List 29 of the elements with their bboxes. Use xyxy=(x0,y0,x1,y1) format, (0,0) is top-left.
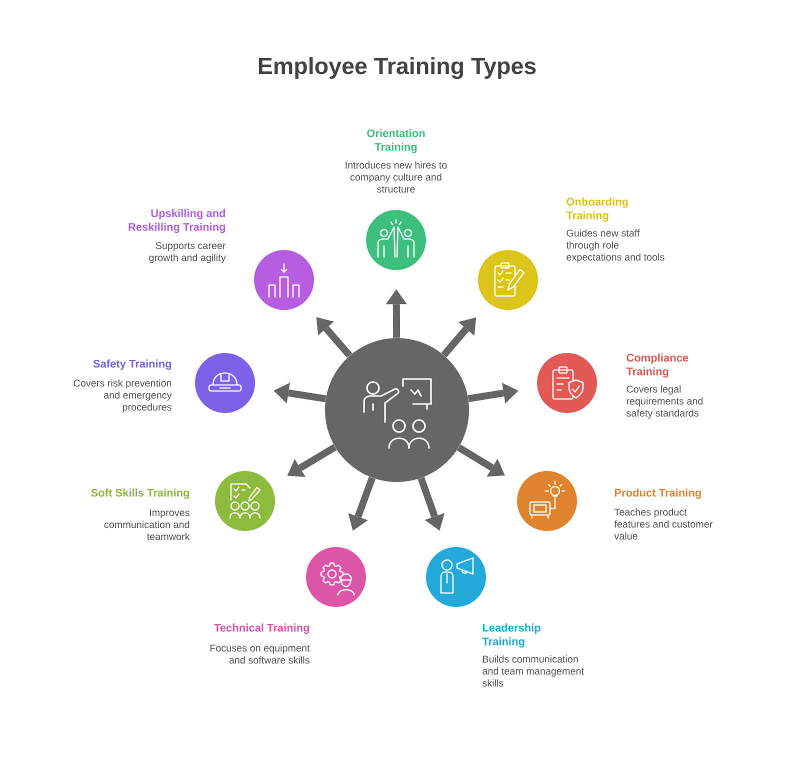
arrow xyxy=(456,444,505,477)
heading: Compliance Training xyxy=(626,354,688,378)
heading: Soft Skills Training xyxy=(91,488,190,499)
description: Improves communication and teamwork xyxy=(104,509,190,540)
description: Introduces new hires to company culture and structure xyxy=(346,161,447,193)
description: Teaches product features and customer value xyxy=(614,508,713,540)
arrow xyxy=(418,476,445,531)
arrow xyxy=(386,289,407,338)
description: Guides new staff through role expectations and tools xyxy=(566,229,664,263)
heading: Product Training xyxy=(614,488,701,499)
heading: Upskilling and Reskilling Training xyxy=(128,209,226,234)
arrow xyxy=(274,382,326,404)
description: Covers risk prevention and emergency procedures xyxy=(74,379,172,413)
title: Employee Training Types xyxy=(258,57,536,79)
arrow xyxy=(348,476,376,531)
heading: Technical Training xyxy=(214,624,310,634)
description: Focuses on equipment and software skills xyxy=(210,644,310,664)
arrow xyxy=(316,317,352,358)
hub-circle xyxy=(325,338,469,482)
description: Covers legal requirements and safety standards xyxy=(626,385,703,419)
description: Builds communication and team management skills xyxy=(482,655,584,687)
heading: Onboarding Training xyxy=(566,198,628,222)
heading: Safety Training xyxy=(93,360,172,370)
heading: Leadership Training xyxy=(482,624,540,648)
arrow xyxy=(441,317,476,358)
arrow xyxy=(468,382,518,404)
heading: Orientation Training xyxy=(367,129,425,154)
description: Supports career growth and agility xyxy=(149,242,226,264)
arrow xyxy=(287,444,337,478)
